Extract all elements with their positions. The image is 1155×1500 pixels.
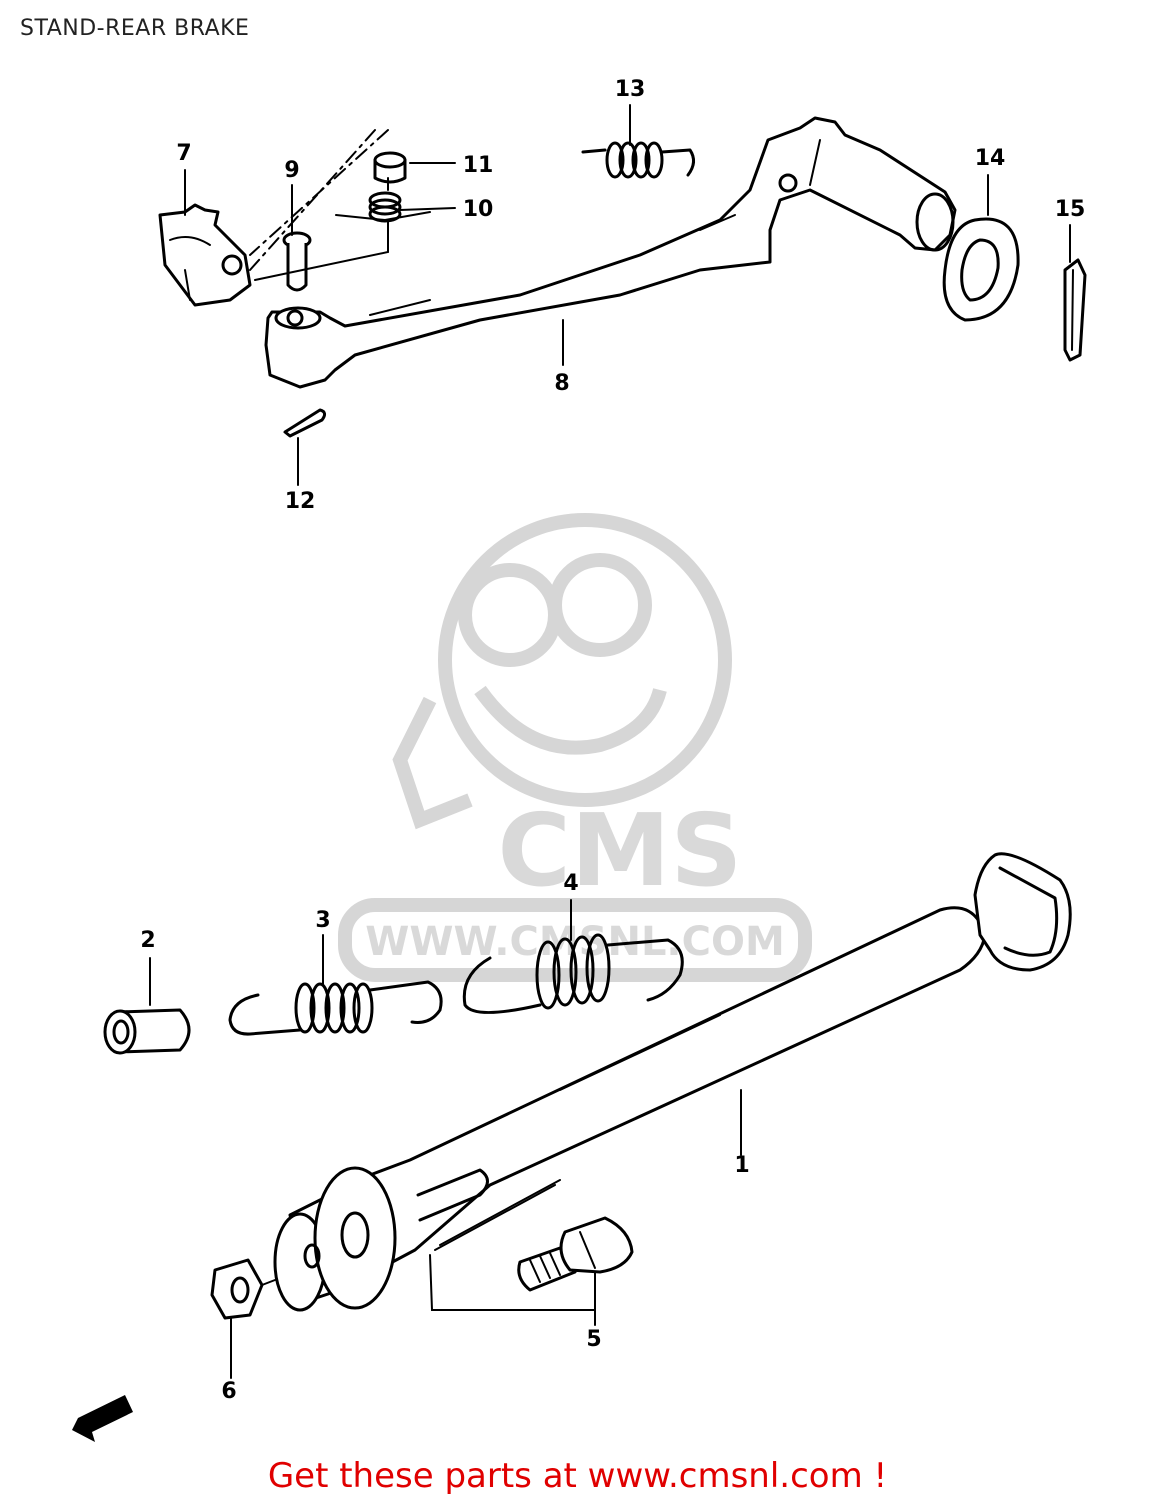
part-8-brake-pedal: [264, 116, 957, 389]
callout-12[interactable]: 12: [285, 489, 316, 514]
part-14-washer: [942, 217, 1020, 322]
leader-lines: [149, 104, 1071, 1379]
callout-9[interactable]: 9: [284, 158, 299, 183]
part-10-spring: [335, 191, 431, 223]
callout-labels: 1 2 3 4 5 6 7 8 9 10 11 12 13 14 15: [140, 77, 1085, 1404]
part-2-collar: [103, 1008, 191, 1055]
part-15-cotter-pin: [1063, 258, 1087, 362]
watermark-brand: CMS: [498, 792, 743, 909]
part-4-spring: [462, 933, 684, 1014]
callout-7[interactable]: 7: [176, 141, 191, 166]
part-9-clevis-pin: [282, 231, 312, 292]
callout-5[interactable]: 5: [586, 1327, 601, 1352]
part-11-collar: [373, 151, 407, 184]
callout-1[interactable]: 1: [734, 1153, 749, 1178]
callout-2[interactable]: 2: [140, 928, 155, 953]
diagram-title: STAND-REAR BRAKE: [20, 16, 250, 41]
callout-3[interactable]: 3: [315, 908, 330, 933]
part-3-spring: [228, 980, 443, 1036]
cms-watermark-logo: CMS WWW.CMSNL.COM: [338, 513, 812, 982]
part-6-nut: [210, 1258, 276, 1320]
footer-shop-link[interactable]: Get these parts at www.cmsnl.com !: [267, 1456, 888, 1496]
part-13-return-spring: [581, 141, 695, 179]
callout-13[interactable]: 13: [615, 77, 646, 102]
callout-14[interactable]: 14: [975, 146, 1006, 171]
part-12-cotter-pin: [283, 408, 327, 438]
part-7-bracket: [158, 203, 252, 307]
callout-4[interactable]: 4: [563, 871, 578, 896]
front-arrow-icon: [72, 1395, 133, 1442]
callout-11[interactable]: 11: [463, 153, 494, 178]
callout-15[interactable]: 15: [1055, 197, 1086, 222]
callout-6[interactable]: 6: [221, 1379, 236, 1404]
callout-10[interactable]: 10: [463, 197, 494, 222]
part-1-side-stand: [273, 852, 1072, 1312]
assembly-guide-lines: [249, 129, 389, 281]
callout-8[interactable]: 8: [554, 371, 569, 396]
part-5-bolt: [429, 1216, 634, 1311]
